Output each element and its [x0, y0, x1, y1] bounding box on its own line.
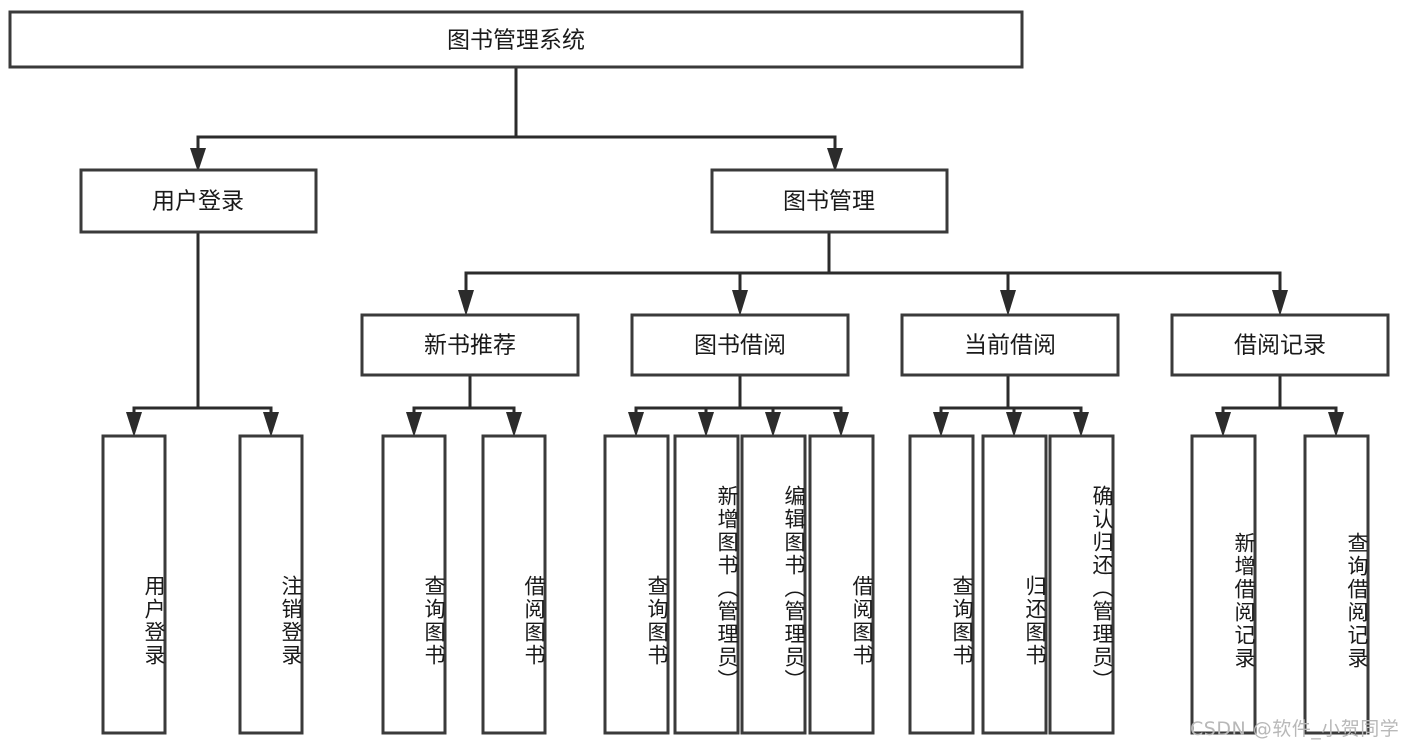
arrow-bb-to-leaf3: [765, 412, 781, 437]
arrow-cb-to-leaf2: [1006, 412, 1022, 437]
arrow-bm-to-current: [1000, 290, 1016, 316]
leaf-add-book-box[interactable]: [673, 434, 740, 735]
leaf-boxes: [101, 434, 1370, 735]
arrow-bm-to-borrow: [732, 290, 748, 316]
node-book-manage[interactable]: 图书管理: [710, 168, 949, 234]
arrow-bm-to-recommend: [458, 290, 474, 316]
leaf-query-book-3-box[interactable]: [908, 434, 975, 735]
leaf-query-book-2-box[interactable]: [603, 434, 670, 735]
book-manage-label: 图书管理: [783, 189, 875, 215]
edge-group-current-borrow: [933, 373, 1089, 437]
edge-group-book-manage: [458, 230, 1288, 316]
arrow-br-to-leaf1: [1215, 412, 1231, 437]
edge-group-book-borrow: [628, 373, 849, 437]
new-book-recommend-label: 新书推荐: [424, 333, 516, 359]
arrow-bb-to-leaf2: [698, 412, 714, 437]
arrow-ul-to-leaf1: [126, 412, 142, 437]
leaf-query-book-1-box[interactable]: [381, 434, 447, 735]
arrow-cb-to-leaf1: [933, 412, 949, 437]
node-root[interactable]: 图书管理系统: [8, 10, 1024, 69]
leaf-borrow-book-2-box[interactable]: [808, 434, 875, 735]
arrow-root-to-user-login: [190, 148, 206, 172]
arrow-br-to-leaf2: [1328, 412, 1344, 437]
node-user-login[interactable]: 用户登录: [79, 168, 318, 234]
leaf-return-book-box[interactable]: [981, 434, 1048, 735]
leaf-query-record-box[interactable]: [1303, 434, 1370, 735]
edge-group-borrow-record: [1215, 373, 1344, 437]
current-borrow-label: 当前借阅: [964, 333, 1056, 359]
root-box[interactable]: [8, 10, 1024, 69]
node-borrow-record[interactable]: 借阅记录: [1170, 313, 1390, 377]
arrow-bm-to-record: [1272, 290, 1288, 316]
borrow-record-label: 借阅记录: [1234, 333, 1326, 359]
leaf-confirm-return-box[interactable]: [1048, 434, 1115, 735]
leaf-add-record-box[interactable]: [1190, 434, 1257, 735]
arrow-ul-to-leaf2: [263, 412, 279, 437]
edge-group-user-login: [126, 230, 279, 437]
leaf-user-login-box[interactable]: [101, 434, 167, 735]
arrow-rec-to-leaf1: [406, 412, 422, 437]
new-book-recommend-box[interactable]: [360, 313, 580, 377]
user-login-box[interactable]: [79, 168, 318, 234]
leaf-edit-book-box[interactable]: [740, 434, 807, 735]
book-borrow-box[interactable]: [630, 313, 850, 377]
node-current-borrow[interactable]: 当前借阅: [900, 313, 1120, 377]
borrow-record-box[interactable]: [1170, 313, 1390, 377]
current-borrow-box[interactable]: [900, 313, 1120, 377]
csdn-watermark: CSDN @软件_小贺同学: [1190, 718, 1400, 740]
book-manage-box[interactable]: [710, 168, 949, 234]
arrow-bb-to-leaf1: [628, 412, 644, 437]
arrow-rec-to-leaf2: [506, 412, 522, 437]
edge-group-root: [190, 65, 843, 172]
arrow-cb-to-leaf3: [1073, 412, 1089, 437]
node-book-borrow[interactable]: 图书借阅: [630, 313, 850, 377]
arrow-bb-to-leaf4: [833, 412, 849, 437]
leaf-logout-box[interactable]: [238, 434, 304, 735]
arrow-root-to-book-manage: [827, 148, 843, 172]
edge-group-recommend: [406, 373, 522, 437]
root-label: 图书管理系统: [447, 28, 585, 54]
node-new-book-recommend[interactable]: 新书推荐: [360, 313, 580, 377]
leaf-borrow-book-1-box[interactable]: [481, 434, 547, 735]
user-login-label: 用户登录: [152, 189, 244, 215]
book-borrow-label: 图书借阅: [694, 333, 786, 359]
